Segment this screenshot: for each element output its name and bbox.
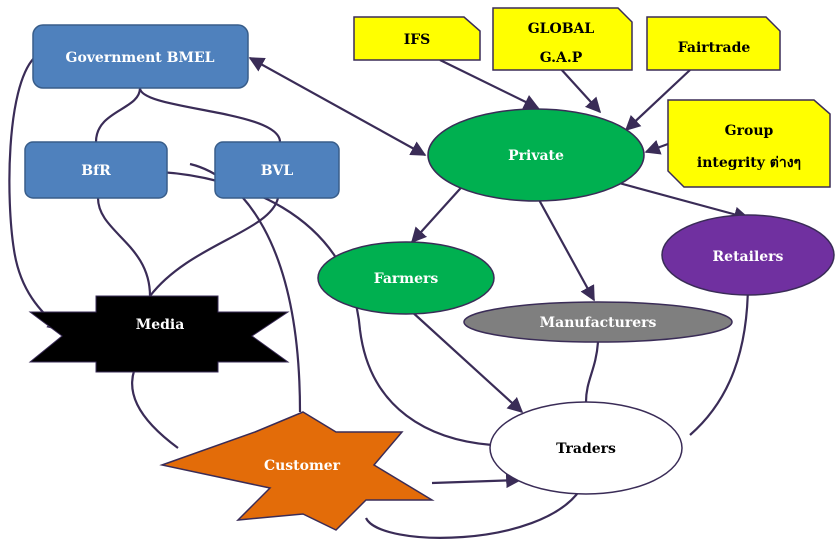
edge-private-manufacturers (537, 197, 595, 302)
edge-government-branch (94, 87, 282, 143)
edge-customer-traders-loop (365, 489, 581, 539)
fairtrade-label: Fairtrade (678, 40, 751, 56)
node-bfr[interactable]: BfR (24, 141, 168, 199)
edge-bfr-media (96, 197, 152, 297)
traders-label: Traders (556, 441, 616, 457)
customer-label: Customer (264, 458, 341, 474)
group-integrity-label-line2: integrity ต่างๆ (697, 155, 801, 171)
global-gap-label-line1: GLOBAL (528, 21, 595, 37)
edge-globalgap-private (559, 67, 602, 114)
edge-private-farmers (410, 179, 469, 244)
node-customer[interactable]: Customer (159, 411, 435, 531)
edge-group-private (644, 140, 669, 155)
node-farmers[interactable]: Farmers (317, 241, 495, 315)
node-retailers[interactable]: Retailers (661, 214, 835, 296)
private-label: Private (508, 148, 564, 164)
global-gap-label-line2: G.A.P (540, 50, 583, 66)
node-media[interactable]: Media (28, 295, 290, 373)
node-government-bmel[interactable]: Government BMEL (32, 24, 249, 89)
manufacturers-label: Manufacturers (540, 315, 657, 331)
retailers-label: Retailers (713, 249, 784, 265)
connectors (8, 57, 750, 539)
edge-government-media (8, 57, 64, 331)
edge-customer-traders (431, 472, 522, 489)
bvl-label: BVL (261, 163, 294, 179)
edge-fairtrade-private (624, 69, 691, 132)
node-group-integrity[interactable]: Group integrity ต่างๆ (667, 99, 831, 188)
edge-bfr-customer (189, 162, 302, 413)
edge-retailers-traders (689, 281, 750, 436)
group-integrity-label-line1: Group (725, 123, 774, 139)
edge-farmers-traders (409, 309, 524, 414)
edge-bvl-media (149, 197, 280, 297)
edge-government-private (248, 57, 427, 156)
node-bvl[interactable]: BVL (214, 141, 340, 199)
node-global-gap[interactable]: GLOBAL G.A.P (492, 7, 633, 71)
edge-ifs-private (439, 59, 540, 109)
bfr-label: BfR (81, 163, 111, 179)
node-fairtrade[interactable]: Fairtrade (646, 16, 781, 71)
node-traders[interactable]: Traders (489, 401, 683, 495)
node-manufacturers[interactable]: Manufacturers (463, 301, 733, 343)
ifs-label: IFS (404, 32, 431, 48)
node-ifs[interactable]: IFS (353, 16, 481, 61)
government-bmel-label: Government BMEL (66, 50, 215, 66)
media-label: Media (136, 317, 185, 333)
edge-manufacturers-traders (584, 341, 600, 403)
node-private[interactable]: Private (427, 108, 645, 202)
edge-private-retailers (607, 178, 750, 222)
farmers-label: Farmers (374, 271, 439, 287)
